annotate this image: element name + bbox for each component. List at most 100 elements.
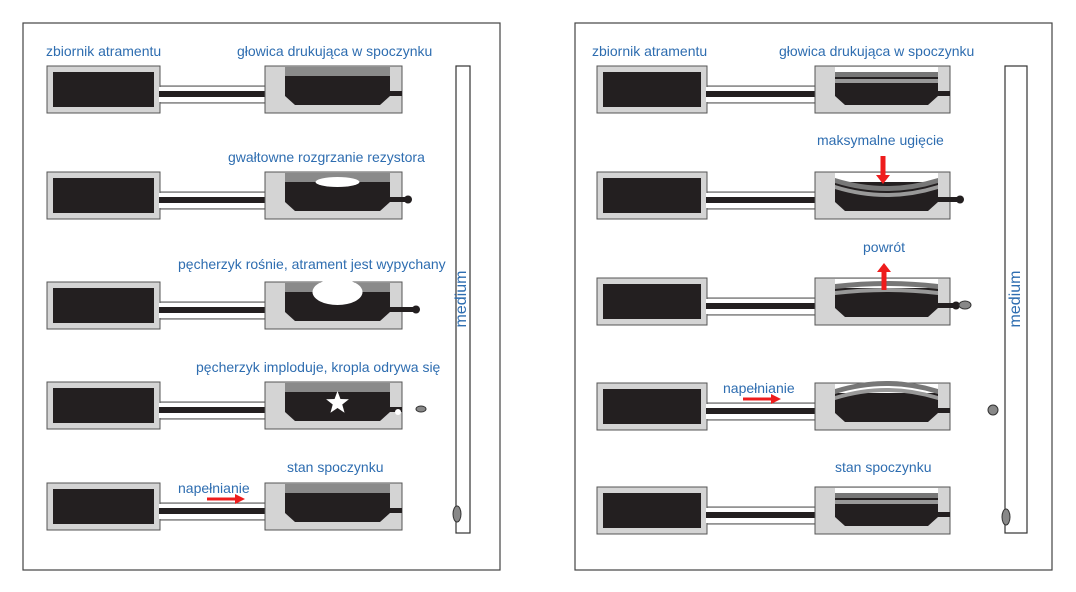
channel-gap <box>159 303 266 307</box>
piezo-membrane <box>835 178 938 191</box>
channel-gap <box>706 508 816 512</box>
reservoir-ink <box>603 72 701 107</box>
nozzle-ink <box>938 91 950 96</box>
channel-gap <box>159 504 266 508</box>
channel-gap <box>706 518 816 523</box>
head-top-plate <box>285 484 390 493</box>
reservoir-ink <box>603 389 701 424</box>
channel-gap <box>706 87 816 91</box>
left-refill-label: napełnianie <box>178 480 250 496</box>
left-reservoir-label: zbiornik atramentu <box>46 43 162 59</box>
channel-gap <box>706 193 816 197</box>
head-ink-chamber <box>835 393 938 422</box>
ink-droplet <box>958 300 972 310</box>
channel-ink <box>706 91 836 97</box>
head-top-plate <box>285 383 390 392</box>
channel-gap <box>159 87 266 91</box>
reservoir-ink <box>53 388 154 423</box>
reservoir-ink <box>603 284 701 319</box>
head-ink-chamber <box>835 76 938 105</box>
right-panel-frame <box>574 22 1053 571</box>
reservoir-ink <box>53 178 154 213</box>
left-step2-label: gwałtowne rozgrzanie rezystora <box>228 149 425 165</box>
deflection-arrow-down-head <box>876 175 890 184</box>
channel-gap <box>159 193 266 197</box>
channel-ink <box>159 508 286 514</box>
ink-meniscus <box>412 305 420 314</box>
channel-gap <box>706 299 816 303</box>
channel-gap <box>159 203 266 208</box>
ink-droplet <box>415 405 427 413</box>
channel-ink <box>706 303 836 309</box>
reservoir-ink <box>53 72 154 107</box>
vapor-bubble <box>315 177 360 187</box>
vapor-bubble <box>312 279 363 305</box>
channel-ink <box>159 91 286 97</box>
piezo-membrane <box>835 381 938 394</box>
head-top-plate <box>285 67 390 76</box>
nozzle-ink <box>390 197 408 202</box>
ink-droplet <box>987 404 999 416</box>
left-step3-label: pęcherzyk rośnie, atrament jest wypychan… <box>178 256 446 272</box>
piezo-layer <box>835 388 938 400</box>
channel-ink <box>159 407 286 413</box>
refill-arrow-left-head <box>235 494 245 504</box>
channel-gap <box>159 403 266 407</box>
right-step3-label: powrót <box>863 239 906 255</box>
head-ink-chamber <box>285 76 390 105</box>
channel-gap <box>706 404 816 408</box>
piezo-layer <box>835 185 938 197</box>
channel-gap <box>159 413 266 418</box>
nozzle-ink <box>390 307 416 312</box>
channel-gap <box>706 414 816 419</box>
nozzle-ink <box>390 91 402 96</box>
nozzle-ink <box>938 197 960 202</box>
reservoir-ink <box>603 178 701 213</box>
reservoir-ink <box>603 493 701 528</box>
nozzle-ink <box>390 508 402 513</box>
left-medium-bar <box>455 65 471 534</box>
left-panel-frame <box>22 22 501 571</box>
printed-dot <box>452 505 462 523</box>
nozzle-ink <box>938 512 950 517</box>
right-step1-label: głowica drukująca w spoczynku <box>779 43 975 59</box>
nozzle-ink <box>938 408 950 413</box>
piezo-layer <box>835 500 938 504</box>
channel-gap <box>159 514 266 519</box>
channel-gap <box>706 203 816 208</box>
channel-ink <box>159 307 286 313</box>
piezo-membrane <box>835 493 938 498</box>
channel-gap <box>159 313 266 318</box>
channel-gap <box>159 97 266 102</box>
channel-ink <box>706 512 836 518</box>
head-top-plate <box>835 67 938 76</box>
right-refill-label: napełnianie <box>723 380 795 396</box>
piezo-membrane <box>835 72 938 77</box>
left-medium-label: medium <box>453 270 470 328</box>
reservoir-ink <box>53 489 154 524</box>
ink-gap <box>395 409 401 415</box>
head-ink-chamber <box>835 497 938 526</box>
piezo-layer <box>835 288 938 295</box>
left-step5-label: stan spoczynku <box>287 459 384 475</box>
ink-meniscus <box>404 195 412 204</box>
reservoir-ink <box>53 288 154 323</box>
head-ink-chamber <box>285 182 390 211</box>
channel-ink <box>706 197 836 203</box>
channel-ink <box>706 408 836 414</box>
channel-ink <box>159 197 286 203</box>
left-step4-label: pęcherzyk imploduje, kropla odrywa się <box>196 359 441 375</box>
collapsing-bubble-icon <box>326 391 349 413</box>
ink-meniscus <box>956 195 964 204</box>
head-ink-chamber <box>835 288 938 317</box>
head-ink-chamber <box>285 493 390 522</box>
right-reservoir-label: zbiornik atramentu <box>592 43 708 59</box>
right-medium-bar <box>1004 65 1028 534</box>
refill-arrow-right-head <box>771 394 781 404</box>
nozzle-ink <box>390 407 402 412</box>
nozzle-ink <box>938 303 956 308</box>
piezo-layer <box>835 79 938 83</box>
left-step1-label: głowica drukująca w spoczynku <box>237 43 433 59</box>
right-step5-label: stan spoczynku <box>835 459 932 475</box>
